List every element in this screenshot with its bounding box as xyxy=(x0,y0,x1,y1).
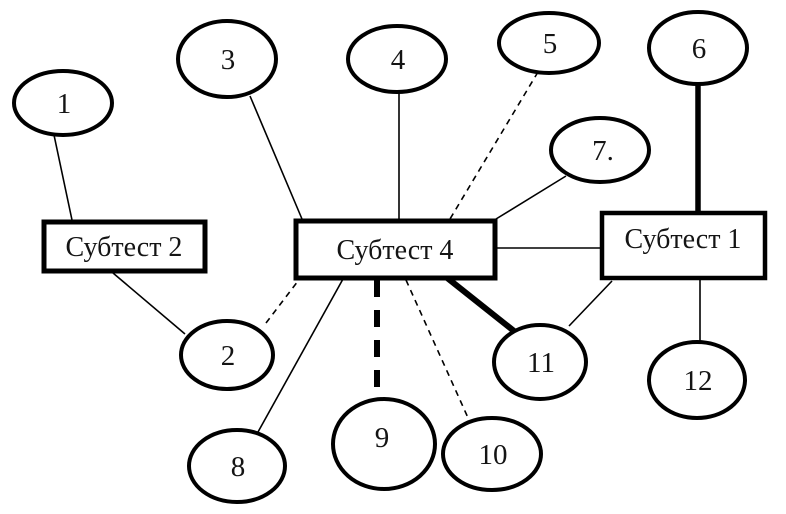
node-7-label: 7. xyxy=(592,135,614,167)
edges xyxy=(53,71,701,433)
node-9-label: 9 xyxy=(375,422,390,454)
subtest4-box xyxy=(293,218,498,281)
node-3: 3 xyxy=(176,19,278,99)
node-4-label: 4 xyxy=(391,44,406,76)
edge-n1-subtest2 xyxy=(53,134,73,221)
node-subtest2: Субтест 2 xyxy=(41,219,208,274)
node-2: 2 xyxy=(179,319,275,391)
node-7-shape xyxy=(549,116,651,184)
node-3-label: 3 xyxy=(221,44,236,76)
node-7: 7. xyxy=(549,116,651,184)
edge-subtest1-n11 xyxy=(568,280,613,327)
subtest2-label: Субтест 2 xyxy=(66,232,183,263)
node-3-shape xyxy=(176,19,278,99)
edge-n3-subtest4 xyxy=(249,95,303,220)
node-11-label: 11 xyxy=(527,347,555,379)
node-subtest1: Субтест 1 xyxy=(599,210,768,281)
node-8-shape xyxy=(187,428,287,504)
node-8: 8 xyxy=(187,428,287,504)
subtest2-box xyxy=(41,219,208,274)
node-1: 1 xyxy=(12,69,114,137)
subtest4-label: Субтест 4 xyxy=(337,235,454,266)
node-6-shape xyxy=(647,10,749,86)
node-9: 9 xyxy=(331,397,437,491)
node-12: 12 xyxy=(647,340,747,420)
node-12-label: 12 xyxy=(684,365,713,397)
edge-subtest4-n10 xyxy=(405,279,470,421)
node-11: 11 xyxy=(492,323,588,401)
node-10: 10 xyxy=(441,416,543,492)
node-1-label: 1 xyxy=(57,88,72,120)
node-4: 4 xyxy=(346,24,448,94)
edge-n7-subtest4 xyxy=(495,175,567,220)
node-12-shape xyxy=(647,340,747,420)
node-6-label: 6 xyxy=(692,33,707,65)
edge-n2-subtest4 xyxy=(265,280,299,324)
subtest1-box xyxy=(599,210,768,281)
node-5: 5 xyxy=(497,11,601,75)
node-2-label: 2 xyxy=(221,340,236,372)
node-1-shape xyxy=(12,69,114,137)
edge-n5-subtest4 xyxy=(449,71,539,220)
node-6: 6 xyxy=(647,10,749,86)
node-9-shape xyxy=(331,397,437,491)
node-11-shape xyxy=(492,323,588,401)
node-5-label: 5 xyxy=(543,28,558,60)
subtest1-label: Субтест 1 xyxy=(625,224,742,255)
node-2-shape xyxy=(179,319,275,391)
node-subtest4: Субтест 4 xyxy=(293,218,498,281)
node-10-label: 10 xyxy=(479,439,508,471)
node-10-shape xyxy=(441,416,543,492)
node-5-shape xyxy=(497,11,601,75)
node-8-label: 8 xyxy=(231,451,246,483)
edge-subtest4-n8 xyxy=(257,278,344,433)
node-4-shape xyxy=(346,24,448,94)
edge-subtest4-n11 xyxy=(444,274,516,334)
edge-subtest2-n2 xyxy=(112,272,186,335)
